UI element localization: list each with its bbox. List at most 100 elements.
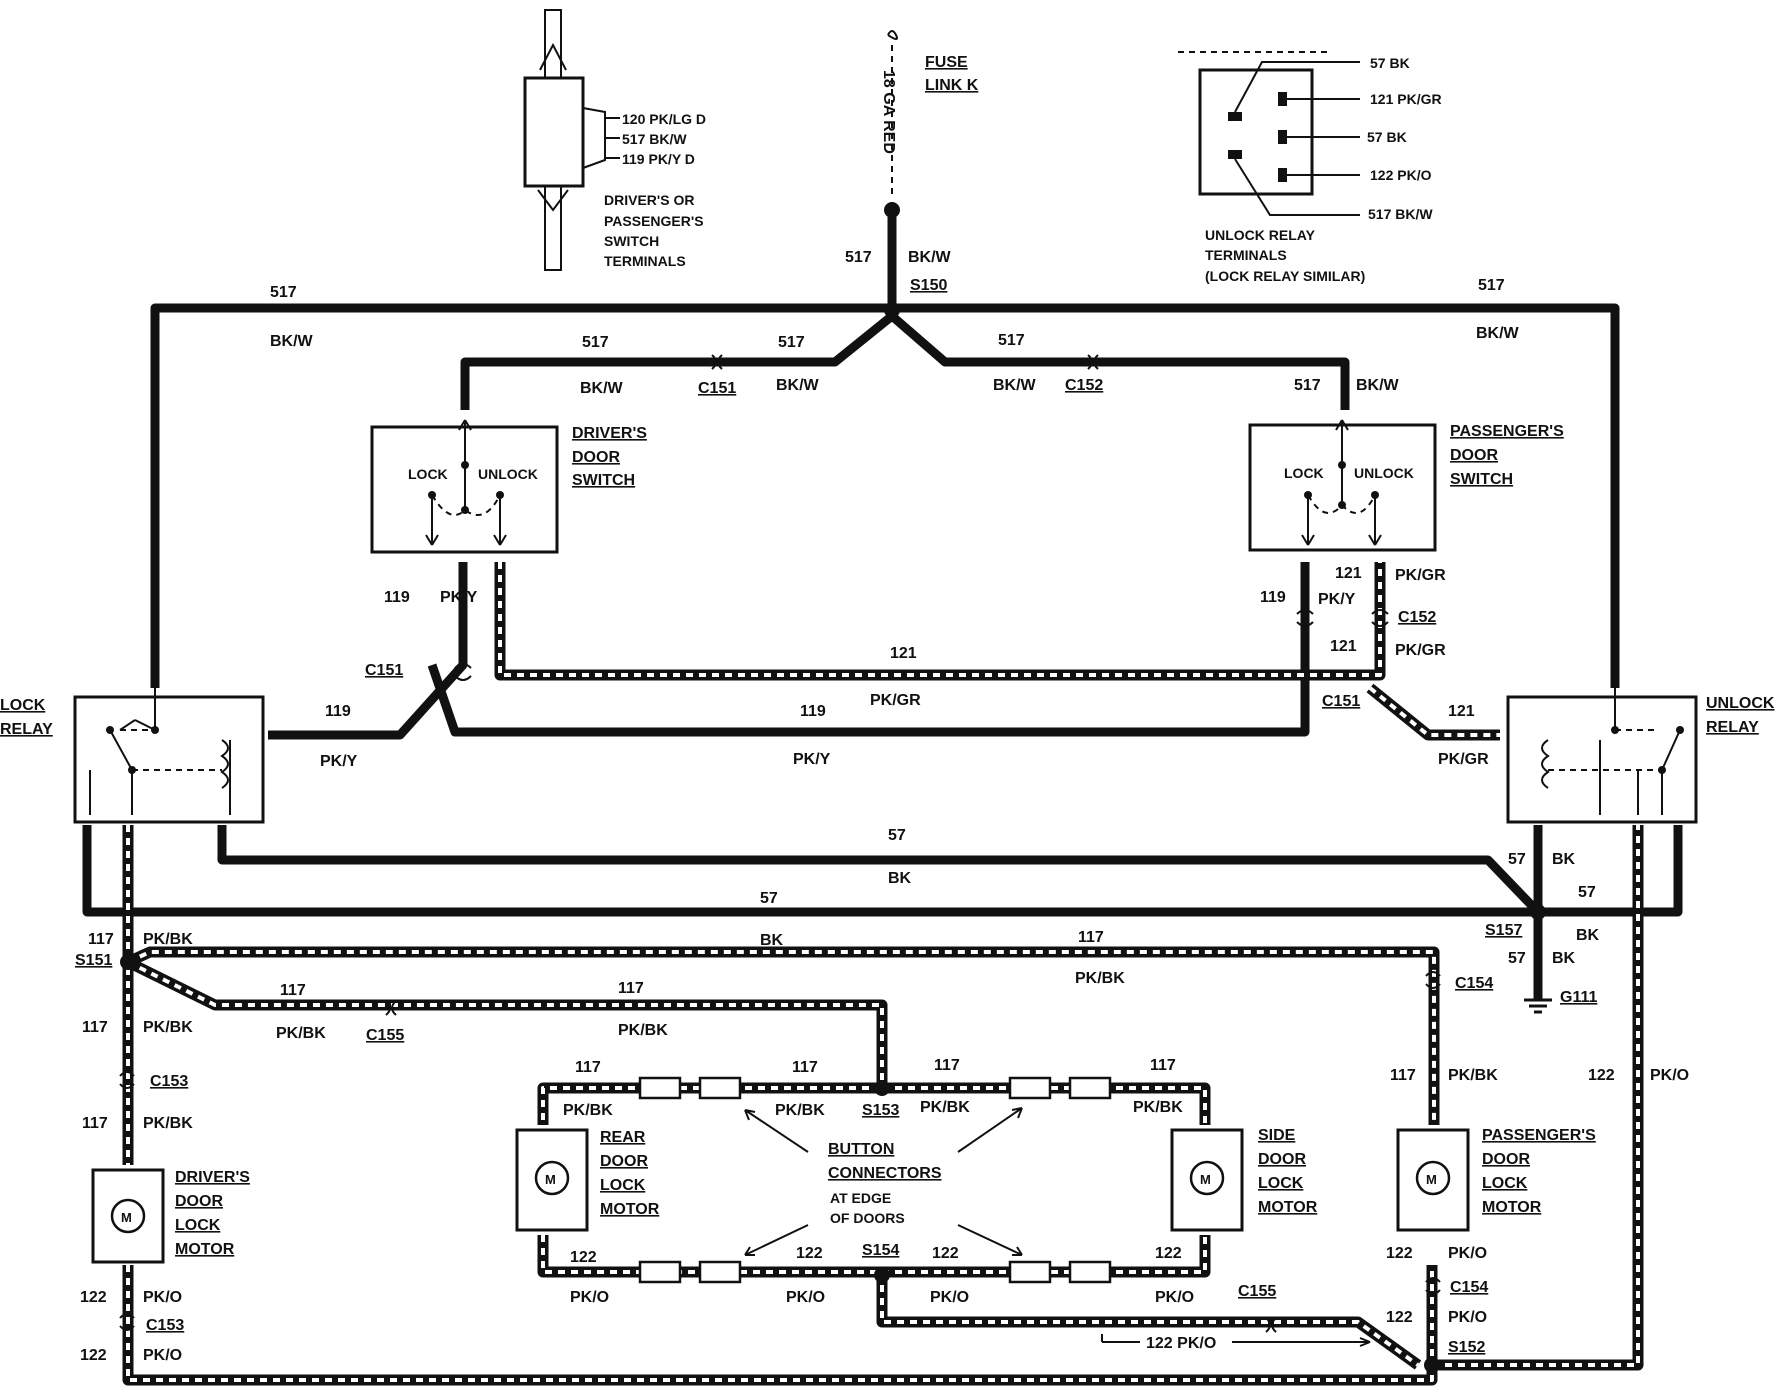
passengers-door-lock-motor[interactable]: M (1396, 1128, 1470, 1232)
color-label: PK/GR (1395, 642, 1446, 659)
splices (120, 202, 1546, 1373)
circuit-label: 122 (796, 1245, 823, 1262)
switch-pin-3: 119 PK/Y D (622, 151, 695, 167)
wire-122-unlock-stripe (1432, 825, 1640, 1367)
fuse-link (887, 30, 898, 195)
circuit-label: 121 (890, 645, 917, 662)
color-label: BK (760, 932, 784, 949)
color-label: PK/BK (143, 1019, 193, 1036)
drivers-motor-label-2: DOOR (175, 1193, 223, 1210)
relay-pin-3: 57 BK (1367, 129, 1407, 145)
wire-117-to-s153 (125, 957, 888, 1088)
fuse-label-1: FUSE (925, 54, 968, 71)
color-label: PK/Y (320, 753, 358, 770)
rear-motor-label-1: REAR (600, 1129, 646, 1146)
passengers-motor-label-3: LOCK (1482, 1175, 1528, 1192)
side-motor-label-2: DOOR (1258, 1151, 1306, 1168)
color-label: BK/W (1476, 325, 1520, 342)
color-label: PK/BK (920, 1099, 970, 1116)
circuit-label: 57 (888, 827, 906, 844)
circuit-label: 117 (1078, 929, 1104, 946)
passengers-switch-unlock: UNLOCK (1354, 465, 1414, 481)
switch-caption-4: TERMINALS (604, 253, 686, 269)
c151-label-c: C151 (1322, 693, 1360, 710)
circuit-label: 119 (384, 589, 410, 606)
c152-label-b: C152 (1398, 609, 1436, 626)
circuit-label: 117 (280, 982, 306, 999)
c153-label-a: C153 (150, 1073, 188, 1090)
circuit-label: 517 (270, 284, 297, 301)
circuit-label: 122 (570, 1249, 597, 1266)
circuit-label: 57 (1578, 884, 1596, 901)
color-label: PK/O (1155, 1289, 1194, 1306)
passengers-door-switch[interactable] (1248, 419, 1437, 552)
circuit-label: 117 (88, 931, 114, 948)
s151-dot (120, 954, 136, 970)
fuse-wire-label: 18 GA RED (880, 70, 897, 154)
circuit-label: 117 (934, 1057, 960, 1074)
circuit-label: 121 (1448, 703, 1475, 720)
color-label: BK (1576, 927, 1600, 944)
color-label: PK/O (143, 1347, 182, 1364)
passengers-switch-label-3: SWITCH (1450, 471, 1513, 488)
side-door-lock-motor[interactable]: M (1170, 1128, 1244, 1232)
wire-119-left (268, 562, 468, 740)
relay-caption-3: (LOCK RELAY SIMILAR) (1205, 268, 1365, 284)
color-label: PK/GR (870, 692, 921, 709)
side-motor-label-1: SIDE (1258, 1127, 1296, 1144)
unlock-relay[interactable] (1506, 688, 1698, 824)
switch-pin-2: 517 BK/W (622, 131, 687, 147)
circuit-label: 57 (1508, 950, 1526, 967)
circuit-label: 517 (1478, 277, 1505, 294)
unlock-relay-label-2: RELAY (1706, 719, 1759, 736)
side-motor-label-4: MOTOR (1258, 1199, 1318, 1216)
s152-label: S152 (1448, 1339, 1485, 1356)
relay-pin-5: 517 BK/W (1368, 206, 1433, 222)
color-label: PK/BK (1133, 1099, 1183, 1116)
relay-caption-2: TERMINALS (1205, 247, 1287, 263)
drivers-door-switch[interactable] (370, 419, 559, 554)
color-label: BK/W (776, 377, 820, 394)
circuit-label: 122 (1588, 1067, 1615, 1084)
drivers-motor-label-4: MOTOR (175, 1241, 235, 1258)
color-label: PK/O (1448, 1309, 1487, 1326)
color-label: BK/W (993, 377, 1037, 394)
relay-pin-1: 57 BK (1370, 55, 1410, 71)
color-label: PK/BK (143, 1115, 193, 1132)
switch-pin-1: 120 PK/LG D (622, 111, 706, 127)
rear-door-lock-motor[interactable]: M (515, 1128, 589, 1232)
wire-121-long-stripe (498, 562, 1382, 677)
s154-dot (874, 1267, 890, 1283)
circuit-label: 122 (80, 1289, 107, 1306)
color-label: PK/Y (440, 589, 478, 606)
color-label: PK/O (786, 1289, 825, 1306)
motor-symbol: M (545, 1172, 556, 1187)
circuit-label: 121 (1335, 565, 1362, 582)
s150-dot (884, 302, 900, 318)
c153-label-b: C153 (146, 1317, 184, 1334)
c155-label-b: C155 (1238, 1283, 1276, 1300)
c154-label-b: C154 (1450, 1279, 1488, 1296)
drivers-motor-label-1: DRIVER'S (175, 1169, 250, 1186)
c154-label-a: C154 (1455, 975, 1493, 992)
wire-517-outer-left (150, 303, 890, 688)
ground-symbol (1524, 998, 1552, 1014)
button-connectors (638, 1076, 1371, 1347)
relay-pin-4: 122 PK/O (1370, 167, 1432, 183)
circuit-label: 117 (1390, 1067, 1416, 1084)
circuit-label: 57 (760, 890, 778, 907)
drivers-door-lock-motor[interactable]: M (91, 1168, 165, 1264)
drivers-switch-unlock: UNLOCK (478, 466, 538, 482)
lock-relay-label-1: LOCK (0, 697, 46, 714)
fuse-end-dot (884, 202, 900, 218)
wire-57-upper (217, 825, 1542, 916)
circuit-label: 119 (1260, 589, 1286, 606)
labels: FUSE LINK K 18 GA RED 120 PK/LG D 517 BK… (0, 54, 1775, 1364)
wire-121-unlock-stripe (1368, 686, 1500, 737)
wire-122-rear-stripe (541, 1235, 882, 1274)
lock-relay[interactable] (73, 688, 265, 824)
circuit-label: 121 (1330, 638, 1357, 655)
color-label: PK/Y (1318, 591, 1356, 608)
wire-122-side-stripe (882, 1235, 1207, 1274)
